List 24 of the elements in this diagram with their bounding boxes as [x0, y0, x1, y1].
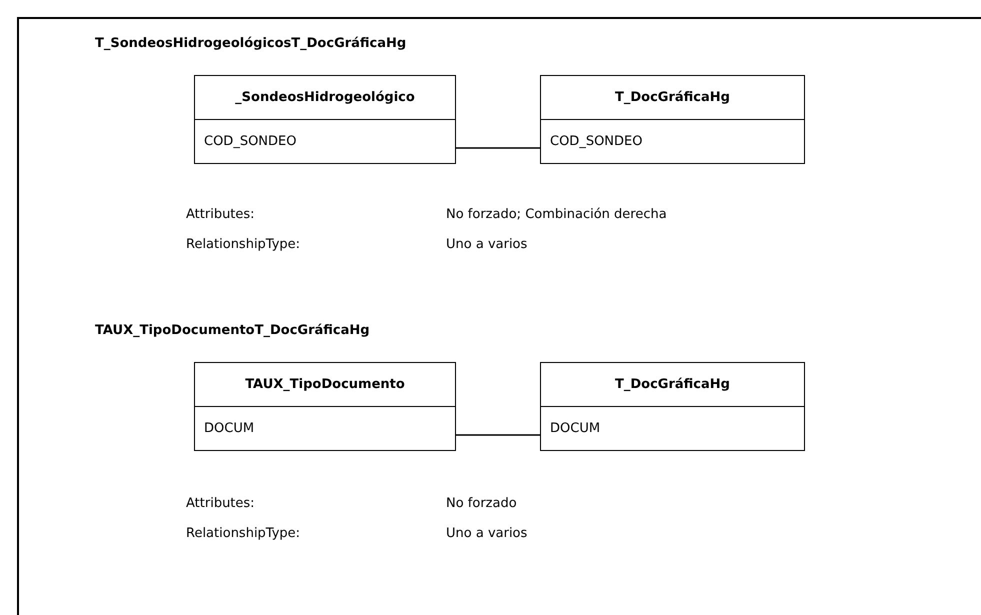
- table-box: [194, 362, 456, 451]
- relationship-line: [456, 434, 540, 436]
- table-name: T_DocGráficaHg: [541, 76, 804, 120]
- field-name: COD_SONDEO: [549, 133, 644, 151]
- table-box: [540, 75, 805, 164]
- table-name: TAUX_TipoDocumento: [195, 363, 455, 407]
- attribute-value: No forzado; Combinación derecha: [446, 207, 667, 222]
- attribute-name: Attributes:: [186, 496, 255, 511]
- table-name: T_DocGráficaHg: [541, 363, 804, 407]
- attribute-name: Attributes:: [186, 207, 255, 222]
- table-box: [194, 75, 456, 164]
- attribute-value: No forzado: [446, 496, 517, 511]
- relationship-line: [456, 147, 540, 149]
- section-heading: T_SondeosHidrogeológicosT_DocGráficaHg: [95, 36, 406, 51]
- field-name: DOCUM: [549, 420, 602, 438]
- attribute-value: Uno a varios: [446, 237, 528, 252]
- field-name: DOCUM: [203, 420, 256, 438]
- table-box: [540, 362, 805, 451]
- table-name: _SondeosHidrogeológico: [195, 76, 455, 120]
- attribute-value: Uno a varios: [446, 526, 528, 541]
- field-name: COD_SONDEO: [203, 133, 298, 151]
- section-heading: TAUX_TipoDocumentoT_DocGráficaHg: [95, 323, 370, 338]
- attribute-name: RelationshipType:: [186, 526, 300, 541]
- attribute-name: RelationshipType:: [186, 237, 300, 252]
